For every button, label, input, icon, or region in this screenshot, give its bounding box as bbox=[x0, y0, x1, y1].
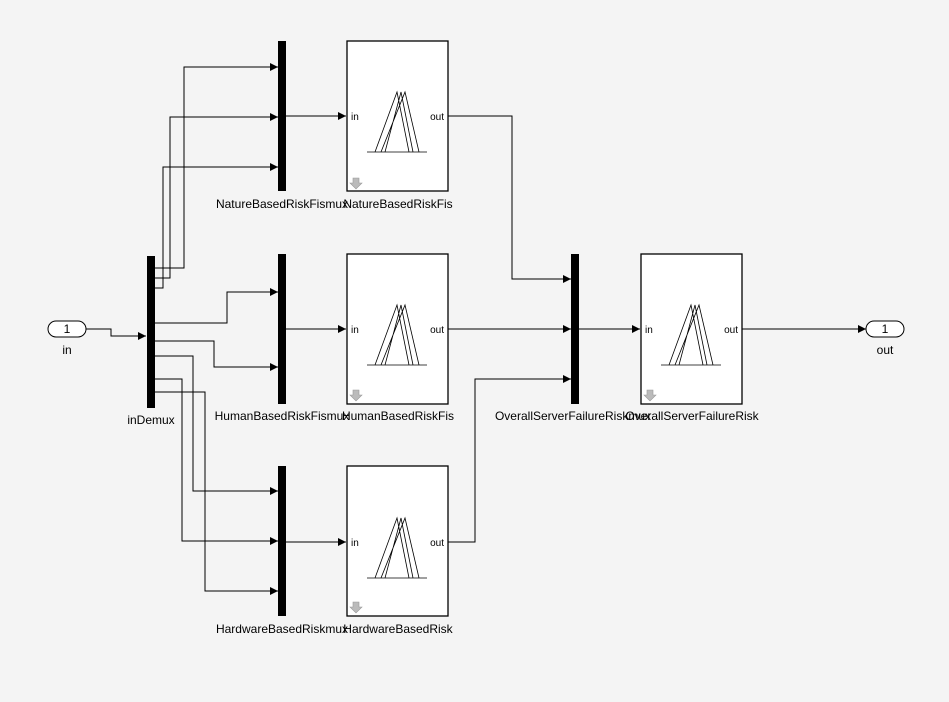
signal-lines bbox=[86, 63, 866, 595]
fis-overall-out-port: out bbox=[724, 325, 738, 336]
mux-overall[interactable]: OverallServerFailureRiskmux bbox=[495, 254, 651, 423]
fis-human[interactable]: in out HumanBasedRiskFis bbox=[342, 253, 454, 423]
fis-overall-in-port: in bbox=[645, 325, 653, 336]
inport-block[interactable]: 1 in bbox=[47, 320, 87, 357]
mux-hardware-label: HardwareBasedRiskmux bbox=[216, 622, 348, 636]
fis-hardware[interactable]: in out HardwareBasedRisk bbox=[343, 465, 454, 636]
wire-in-to-demux bbox=[86, 328, 146, 340]
fis-nature-in-port: in bbox=[351, 112, 359, 123]
fis-nature-label: NatureBasedRiskFis bbox=[343, 197, 452, 211]
wire-demux-nature-3 bbox=[155, 163, 278, 289]
fis-overall-label: OverallServerFailureRisk bbox=[625, 409, 759, 423]
fis-nature[interactable]: in out NatureBasedRiskFis bbox=[343, 40, 453, 211]
mux-nature[interactable]: NatureBasedRiskFismux bbox=[216, 41, 348, 211]
inport-label: in bbox=[62, 343, 71, 357]
wire-demux-hardware-1 bbox=[155, 355, 278, 495]
fis-human-in-port: in bbox=[351, 325, 359, 336]
mux-human-label: HumanBasedRiskFismux bbox=[215, 409, 350, 423]
outport-label: out bbox=[877, 343, 894, 357]
wire-demux-hardware-3 bbox=[155, 391, 278, 595]
mux-human[interactable]: HumanBasedRiskFismux bbox=[215, 254, 350, 423]
fis-human-label: HumanBasedRiskFis bbox=[342, 409, 454, 423]
inport-number: 1 bbox=[64, 322, 71, 336]
demux-label: inDemux bbox=[127, 413, 174, 427]
outport-number: 1 bbox=[882, 322, 889, 336]
wire-demux-human-1 bbox=[155, 288, 278, 324]
outport-block[interactable]: 1 out bbox=[865, 320, 905, 357]
fis-hardware-out-port: out bbox=[430, 538, 444, 549]
fis-hardware-label: HardwareBasedRisk bbox=[343, 622, 453, 636]
fis-overall[interactable]: in out OverallServerFailureRisk bbox=[625, 253, 760, 423]
fis-hardware-in-port: in bbox=[351, 538, 359, 549]
mux-hardware[interactable]: HardwareBasedRiskmux bbox=[216, 466, 348, 636]
demux-block[interactable]: inDemux bbox=[127, 256, 175, 427]
wire-demux-hardware-2 bbox=[155, 378, 278, 545]
wire-demux-human-2 bbox=[155, 340, 278, 371]
mux-nature-label: NatureBasedRiskFismux bbox=[216, 197, 348, 211]
fis-human-out-port: out bbox=[430, 325, 444, 336]
mux-overall-label: OverallServerFailureRiskmux bbox=[495, 409, 651, 423]
wire-nature-fis-to-overall bbox=[448, 115, 571, 283]
wire-hardware-fis-to-overall bbox=[448, 375, 571, 543]
fis-nature-out-port: out bbox=[430, 112, 444, 123]
